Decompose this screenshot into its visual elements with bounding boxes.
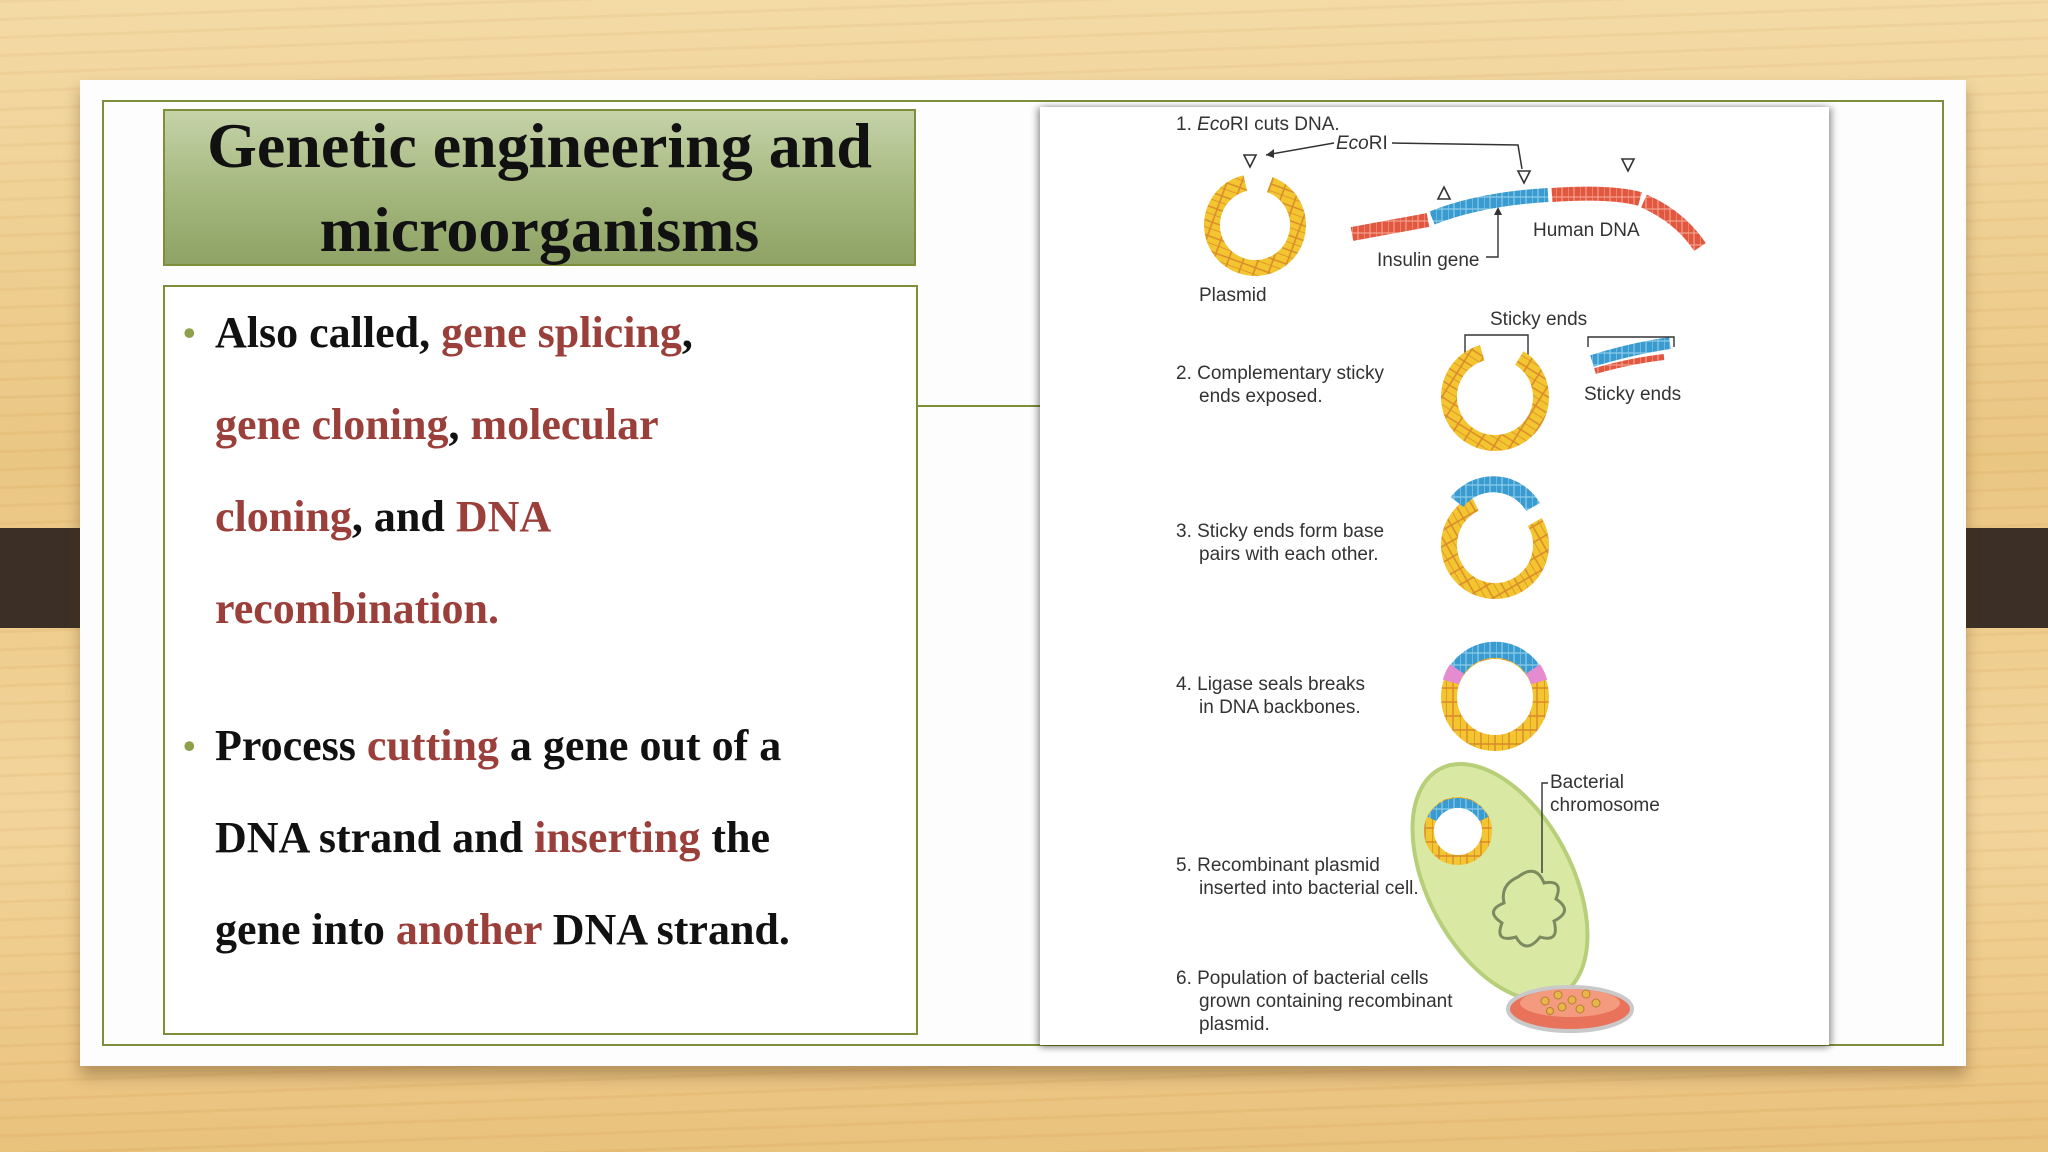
step3-line2: pairs with each other. (1199, 544, 1379, 565)
step4-line1: 4. Ligase seals breaks (1176, 674, 1365, 695)
title-line-2: microorganisms (319, 193, 760, 265)
plasmid-ring-3 (1441, 491, 1549, 599)
ecori-site-dna-3 (1620, 158, 1636, 173)
term-cutting: cutting (366, 721, 499, 770)
connector-line (918, 405, 1040, 407)
content-box: • Also called, gene splicing, gene cloni… (163, 285, 918, 1035)
bacterial-label-1: Bacterial (1550, 772, 1624, 793)
term-gene-cloning: gene cloning (215, 400, 449, 449)
step2-line2: ends exposed. (1199, 386, 1323, 407)
recombinant-dna-figure: 1. EcoRI cuts DNA. EcoRI Human DNA Insul… (1040, 107, 1829, 1045)
term-cloning: cloning (215, 492, 352, 541)
bullet-1-text: , (448, 400, 471, 449)
ligase-seal-left (1442, 664, 1465, 685)
plasmid-label: Plasmid (1199, 285, 1267, 306)
plasmid-ring-2 (1441, 343, 1549, 451)
bullet-dot: • (183, 313, 196, 353)
term-recombination: recombination. (215, 584, 499, 633)
term-molecular: molecular (470, 400, 659, 449)
insert-segment-4 (1445, 641, 1545, 681)
title-line-1: Genetic engineering and (207, 109, 872, 181)
figure-svg: 1. EcoRI cuts DNA. EcoRI Human DNA Insul… (1176, 114, 1706, 1035)
insulin-gene-segment (1429, 188, 1549, 225)
step5-line1: 5. Recombinant plasmid (1176, 855, 1380, 876)
bullet-dot: • (183, 726, 196, 766)
step2-line1: 2. Complementary sticky (1176, 363, 1385, 384)
insulin-fragment (1590, 337, 1671, 367)
bullet-2-text: the (700, 813, 770, 862)
bullet-2-text: Process (215, 721, 367, 770)
step3-line1: 3. Sticky ends form base (1176, 521, 1384, 542)
bullet-2-text: DNA strand and (215, 813, 535, 862)
ecori-site-dna-2 (1516, 170, 1532, 185)
bullet-2-text: gene into (215, 905, 396, 954)
bacterial-colonies (1540, 989, 1601, 1015)
bacterial-label-2: chromosome (1550, 795, 1660, 816)
sticky-ends-right-label: Sticky ends (1584, 384, 1681, 405)
insert-segment-3 (1450, 476, 1540, 512)
ecori-site-plasmid (1242, 154, 1258, 169)
step5-line2: inserted into bacterial cell. (1199, 878, 1419, 899)
bullet-1: • Also called, gene splicing, gene cloni… (183, 287, 906, 655)
plasmid-ring-1 (1204, 174, 1306, 276)
term-dna: DNA (455, 492, 552, 541)
bullet-2-text: a gene out of a (498, 721, 782, 770)
sticky-ends-top-label: Sticky ends (1490, 309, 1587, 330)
chromosome-pointer (1541, 782, 1548, 873)
insert-segment-5 (1427, 797, 1489, 822)
bullet-2-text: DNA strand. (541, 905, 790, 954)
bacterial-chromosome (1492, 869, 1566, 948)
insulin-gene-label: Insulin gene (1377, 250, 1479, 271)
term-gene-splicing: gene splicing (441, 308, 682, 357)
insulin-gene-pointer (1486, 215, 1499, 258)
bullet-1-text: , (681, 308, 693, 357)
human-dna-left (1350, 213, 1430, 241)
bullet-1-text: , and (351, 492, 456, 541)
human-dna-label: Human DNA (1533, 220, 1640, 241)
bullet-2: • Process cutting a gene out of a DNA st… (183, 700, 906, 976)
title-box: Genetic engineering and microorganisms (163, 109, 916, 266)
ligase-seal-right (1525, 664, 1548, 685)
step6-line1: 6. Population of bacterial cells (1176, 968, 1428, 989)
insulin-fragment-edge (1594, 354, 1665, 374)
step6-line2: grown containing recombinant (1199, 991, 1453, 1012)
ecori-arrowhead-left (1266, 149, 1274, 158)
bullet-1-text: Also called, (215, 308, 442, 357)
slide-frame (102, 100, 1944, 1046)
ecori-site-dna-1 (1436, 185, 1452, 200)
human-dna-right (1641, 194, 1706, 252)
ecori-arrow-right (1391, 142, 1523, 170)
term-inserting: inserting (534, 813, 701, 862)
term-another: another (395, 905, 542, 954)
human-dna-mid (1551, 186, 1642, 206)
step1-label: 1. EcoRI cuts DNA. (1176, 114, 1340, 135)
ecori-label: EcoRI (1336, 133, 1388, 154)
slide-title: Genetic engineering and microorganisms (207, 104, 872, 272)
insulin-gene-arrowhead (1494, 207, 1502, 215)
fragment-bracket (1587, 336, 1675, 347)
step4-line2: in DNA backbones. (1199, 697, 1361, 718)
step6-line3: plasmid. (1199, 1014, 1270, 1035)
ecori-arrow-left (1265, 142, 1335, 156)
